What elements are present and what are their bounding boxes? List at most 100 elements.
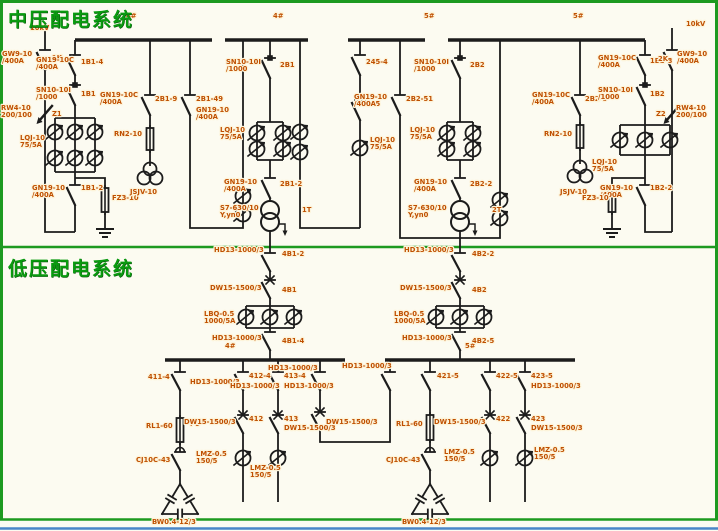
equipment-label: 4B2-5	[472, 337, 494, 345]
equipment-label: 1B1-4	[81, 58, 103, 66]
current-transformer-icon	[285, 308, 303, 326]
equipment-label: GN19-10/400A	[354, 93, 387, 108]
wire	[44, 70, 75, 233]
current-transformer-icon	[425, 309, 445, 326]
transformer-1T	[260, 212, 280, 232]
current-transformer-icon	[289, 124, 309, 141]
transformer-2T	[469, 223, 476, 232]
contactor-CJ10C-43	[424, 446, 436, 453]
equipment-label: BW0.4-12/3	[152, 518, 196, 526]
equipment-label: FU	[190, 420, 200, 428]
equipment-label: HD13-1000/3	[284, 382, 334, 390]
current-transformer-icon	[86, 149, 104, 167]
current-transformer-icon	[501, 210, 508, 217]
equipment-label: 245-4	[366, 58, 388, 66]
capacitor-bank	[434, 497, 446, 505]
breaker-2B1	[267, 55, 273, 61]
capacitor-bank	[410, 500, 421, 516]
current-transformer-icon	[481, 449, 499, 467]
equipment-label: 2B2-51	[406, 95, 433, 103]
current-transformer-icon	[289, 144, 309, 161]
current-transformer-icon	[462, 141, 482, 158]
equipment-label: DW15-1500/3	[184, 418, 236, 426]
equipment-label: SN10-10I/1000	[414, 58, 449, 73]
current-transformer-icon	[235, 309, 255, 326]
transformer-2T	[450, 212, 470, 232]
equipment-label: 413	[284, 415, 298, 423]
lv-system-title: 低压配电系统	[8, 258, 135, 280]
current-transformer-icon	[284, 125, 291, 132]
equipment-label: DW15-1500/3	[531, 424, 583, 432]
equipment-label: DW15-1500/3	[400, 284, 452, 292]
current-transformer-icon	[474, 125, 481, 132]
breaker-413	[268, 416, 280, 435]
current-transformer-icon	[427, 308, 445, 326]
current-transformer-icon	[244, 450, 251, 457]
equipment-label: 1T	[302, 206, 312, 214]
current-transformer-icon	[448, 141, 455, 148]
disconnector-1B1-4	[65, 56, 77, 77]
wire	[611, 177, 645, 188]
disconnector-2B1-2	[260, 179, 272, 200]
equipment-label: 2B2-2	[470, 180, 492, 188]
equipment-label: GN19-10C/400A	[532, 91, 570, 106]
current-transformer-icon	[76, 124, 83, 131]
arrester-Z1	[37, 104, 54, 123]
capacitor-bank	[160, 500, 171, 516]
switch-4B1-4	[260, 333, 272, 352]
equipment-label: FU	[440, 418, 450, 426]
equipment-label: 1B2-8	[650, 57, 672, 65]
contactor-CJ10C-43	[420, 453, 432, 472]
equipment-label: 5#	[465, 342, 476, 350]
current-transformer-icon	[274, 124, 292, 142]
current-transformer-icon	[283, 309, 303, 326]
equipment-label: 412-4	[249, 372, 271, 380]
switch-4B2-5	[450, 333, 462, 352]
equipment-label: 2B1-49	[196, 95, 223, 103]
equipment-label: 2B1-2	[280, 180, 302, 188]
current-transformer-icon	[295, 309, 302, 316]
equipment-label: 2B1	[280, 61, 295, 69]
current-transformer-icon	[46, 123, 64, 141]
current-transformer-icon	[461, 309, 468, 316]
current-transformer-icon	[646, 132, 653, 139]
current-transformer-icon	[274, 140, 292, 158]
equipment-label: DW15-1500/3	[326, 418, 378, 426]
current-transformer-icon	[464, 140, 482, 158]
current-transformer-icon	[66, 123, 84, 141]
current-transformer-icon	[66, 149, 84, 167]
breaker-1B1	[65, 86, 77, 107]
current-transformer-icon	[437, 309, 444, 316]
equipment-label: 2T	[492, 206, 502, 214]
capacitor-bank	[182, 493, 194, 501]
breaker-4B2	[450, 281, 462, 300]
wire	[75, 177, 106, 188]
current-transformer-icon	[234, 449, 252, 467]
switch-4B1-2	[260, 254, 272, 273]
current-transformer-icon	[671, 132, 678, 139]
disconnector-2B2-2	[450, 179, 462, 200]
arrester-Z2	[663, 117, 670, 124]
disconnector-2B1-49	[180, 96, 192, 117]
current-transformer-icon	[449, 309, 469, 326]
transformer-1T	[282, 230, 288, 236]
equipment-label: 1B1	[81, 90, 96, 98]
equipment-label: RN2-10	[114, 130, 142, 138]
breaker-2B1	[260, 59, 272, 80]
current-transformer-icon	[232, 188, 252, 205]
transformer-1T	[260, 200, 280, 220]
current-transformer-icon	[516, 449, 534, 467]
current-transformer-icon	[259, 309, 279, 326]
equipment-label: HD13-1000/3	[402, 334, 452, 342]
equipment-label: HD13-1000/3	[212, 334, 262, 342]
current-transformer-icon	[86, 123, 104, 141]
